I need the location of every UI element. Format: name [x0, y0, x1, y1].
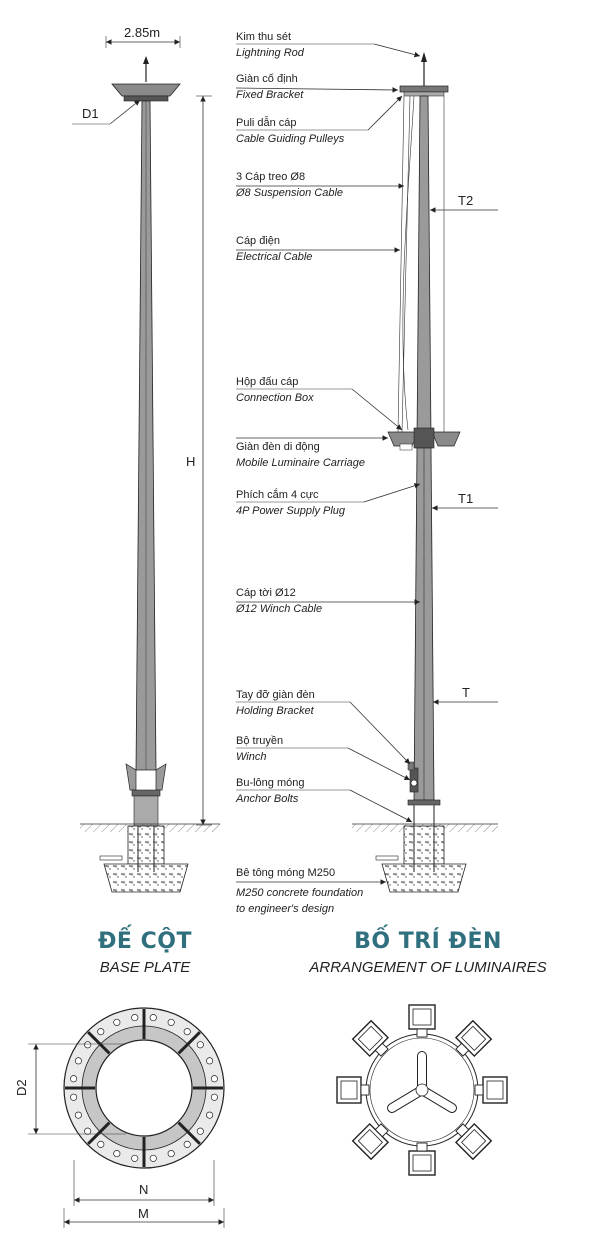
callout-fixed-bracket-en: Fixed Bracket: [236, 89, 304, 101]
callout-pulleys-en: Cable Guiding Pulleys: [236, 133, 345, 145]
floodlight: [474, 1076, 508, 1104]
callout-plug-vi: Phích cắm 4 cực: [236, 488, 319, 501]
gusset: [87, 1031, 111, 1055]
pole-shaft-upper: [416, 95, 432, 441]
bolt-hole: [70, 1093, 78, 1101]
right-elevation: T2 T1 T: [352, 52, 498, 893]
gusset: [87, 1121, 111, 1145]
luminaire-arrangement: [336, 1004, 508, 1176]
callout-foundation-en: M250 concrete foundation: [236, 887, 363, 899]
section-headings: ĐẾ CỘT BASE PLATE BỐ TRÍ ĐÈN ARRANGEMENT…: [98, 925, 547, 976]
callout-electrical-cable-vi: Cáp điện: [236, 235, 280, 247]
callout-plug-en: 4P Power Supply Plug: [236, 505, 346, 517]
bolt-hole: [206, 1057, 214, 1065]
d2-label: D2: [14, 1079, 29, 1096]
bolt-hole: [131, 1154, 139, 1162]
callouts: Kim thu sét Lightning Rod Giàn cố định F…: [235, 31, 421, 915]
callout-foundation-vi: Bê tông móng M250: [236, 867, 335, 879]
heading-base-plate-vi: ĐẾ CỘT: [98, 925, 192, 954]
floodlight: [408, 1004, 436, 1038]
callout-anchor-bolts-en: Anchor Bolts: [235, 793, 299, 805]
h-label: H: [186, 454, 195, 469]
t2-label: T2: [458, 193, 473, 208]
callout-connection-box-en: Connection Box: [236, 392, 314, 404]
foundation-left: [103, 863, 189, 893]
callout-suspension-cable-en: Ø8 Suspension Cable: [235, 187, 343, 199]
bolt-hole: [113, 1018, 121, 1026]
bolt-hole: [149, 1154, 157, 1162]
heading-arrangement-en: ARRANGEMENT OF LUMINAIRES: [308, 959, 546, 976]
t1-label: T1: [458, 491, 473, 506]
bolt-hole: [210, 1075, 218, 1083]
callout-carriage-en: Mobile Luminaire Carriage: [236, 457, 365, 469]
bolt-hole: [206, 1111, 214, 1119]
floodlights: [336, 1004, 508, 1176]
heading-base-plate-en: BASE PLATE: [100, 959, 192, 976]
bolt-hole: [196, 1127, 204, 1135]
callout-electrical-cable-en: Electrical Cable: [236, 251, 312, 263]
d1-label: D1: [82, 106, 99, 121]
bolt-hole: [183, 1140, 191, 1148]
heading-arrangement-vi: BỐ TRÍ ĐÈN: [354, 925, 502, 954]
foundation-right: [381, 863, 467, 893]
floodlight: [351, 1122, 390, 1161]
bolt-hole: [84, 1127, 92, 1135]
floodlight: [454, 1122, 493, 1161]
top-width-label: 2.85m: [124, 25, 160, 40]
floodlight: [408, 1142, 436, 1176]
callout-lightning-rod-en: Lightning Rod: [236, 47, 305, 59]
callout-holding-bracket-en: Holding Bracket: [236, 705, 315, 717]
luminaire-head: [111, 83, 181, 97]
gusset: [177, 1121, 201, 1145]
base-plate-inner: [95, 1039, 193, 1137]
bolt-hole: [210, 1093, 218, 1101]
base-plate: D2 N M: [14, 1007, 225, 1228]
gusset: [177, 1031, 201, 1055]
bolt-hole: [97, 1028, 105, 1036]
fixed-bracket: [399, 85, 449, 93]
callout-winch-vi: Bộ truyền: [236, 735, 283, 747]
callout-holding-bracket-vi: Tay đỡ giàn đèn: [236, 689, 315, 701]
bolt-hole: [97, 1140, 105, 1148]
bolt-hole: [74, 1057, 82, 1065]
left-elevation: 2.85m D1 H: [72, 25, 220, 893]
callout-lightning-rod-vi: Kim thu sét: [236, 31, 291, 43]
bolt-hole: [196, 1041, 204, 1049]
bolt-hole: [84, 1041, 92, 1049]
callout-suspension-cable-vi: 3 Cáp treo Ø8: [236, 171, 305, 183]
floodlight: [454, 1019, 493, 1058]
callout-anchor-bolts-vi: Bu-lông móng: [236, 777, 305, 789]
floodlight: [351, 1019, 390, 1058]
gussets: [65, 1009, 223, 1167]
callout-foundation-en-2: to engineer's design: [236, 903, 334, 915]
n-label: N: [139, 1182, 148, 1197]
bolt-hole: [74, 1111, 82, 1119]
bolt-hole: [183, 1028, 191, 1036]
bolt-hole: [70, 1075, 78, 1083]
callout-winch-en: Winch: [236, 751, 266, 763]
bolt-hole: [149, 1014, 157, 1022]
callout-winch-cable-en: Ø12 Winch Cable: [235, 603, 322, 615]
bolt-hole: [113, 1150, 121, 1158]
bolt-hole: [167, 1018, 175, 1026]
callout-fixed-bracket-vi: Giàn cố định: [236, 73, 298, 85]
bolt-holes: [70, 1014, 218, 1162]
t-label: T: [462, 685, 470, 700]
m-label: M: [138, 1206, 149, 1221]
luminaire-carriage-right: [431, 431, 461, 447]
bolt-hole: [167, 1150, 175, 1158]
bolt-hole: [131, 1014, 139, 1022]
callout-winch-cable-vi: Cáp tời Ø12: [236, 587, 296, 599]
callout-carriage-vi: Giàn đèn di động: [236, 441, 320, 453]
callout-pulleys-vi: Puli dẫn cáp: [236, 116, 297, 129]
callout-connection-box-vi: Hộp đấu cáp: [236, 376, 298, 388]
floodlight: [336, 1076, 370, 1104]
